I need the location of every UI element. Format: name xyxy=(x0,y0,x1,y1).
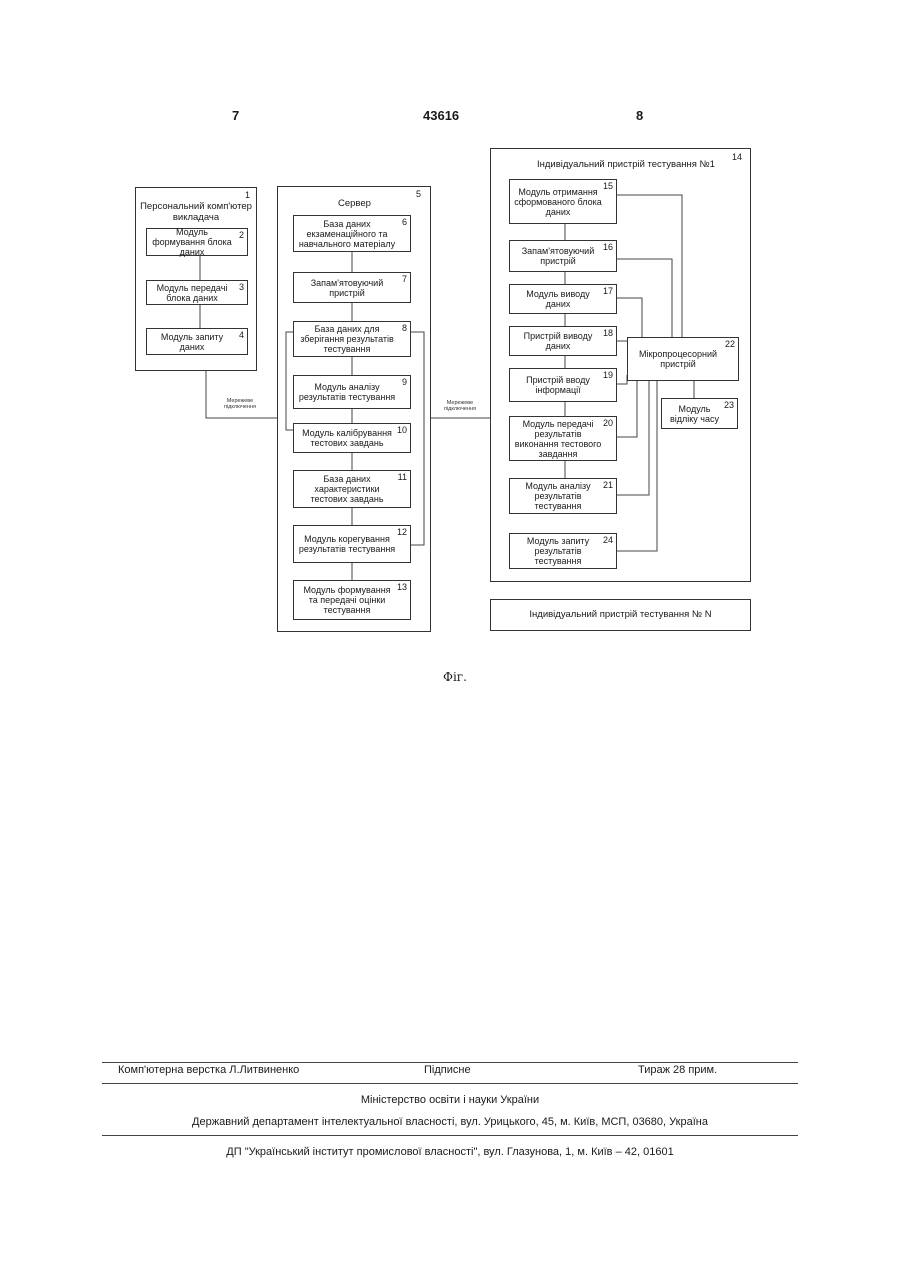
block-2-number: 2 xyxy=(239,230,244,240)
block-3-label: Модуль передачі блока даних xyxy=(151,283,233,303)
server-group-title: Сервер xyxy=(338,198,371,209)
block-13-number: 13 xyxy=(397,582,407,592)
block-23-number: 23 xyxy=(724,400,734,410)
network-label-1: Мережеве підключення xyxy=(212,398,268,410)
footer-institute: ДП "Український інститут промислової вла… xyxy=(102,1146,798,1158)
block-18-label: Пристрій виводу даних xyxy=(514,331,602,351)
block-17-number: 17 xyxy=(603,286,613,296)
footer-typesetting: Комп'ютерна верстка Л.Литвиненко xyxy=(118,1064,299,1076)
block-24-label: Модуль запиту результатів тестування xyxy=(514,536,602,566)
block-7-number: 7 xyxy=(402,274,407,284)
footer-ministry: Міністерство освіти і науки України xyxy=(102,1094,798,1106)
block-9-label: Модуль аналізу результатів тестування xyxy=(298,382,396,402)
block-8: База даних для зберігання результатів те… xyxy=(293,321,411,357)
block-4: Модуль запиту даних 4 xyxy=(146,328,248,355)
block-2: Модуль формування блока даних 2 xyxy=(146,228,248,256)
block-15-number: 15 xyxy=(603,181,613,191)
block-15: Модуль отримання сформованого блока дани… xyxy=(509,179,617,224)
block-22-number: 22 xyxy=(725,339,735,349)
block-20-number: 20 xyxy=(603,418,613,428)
block-21-number: 21 xyxy=(603,480,613,490)
block-16-label: Запам'ятовуючий пристрій xyxy=(514,246,602,266)
footer-rule-middle xyxy=(102,1083,798,1084)
block-11-number: 11 xyxy=(398,472,407,482)
block-6: База даних екзаменаційного та навчальног… xyxy=(293,215,411,252)
block-12-label: Модуль корегування результатів тестуванн… xyxy=(298,534,396,554)
footer-signed: Підписне xyxy=(424,1064,471,1076)
block-12: Модуль корегування результатів тестуванн… xyxy=(293,525,411,563)
block-4-label: Модуль запиту даних xyxy=(151,332,233,352)
footer-rule-bottom xyxy=(102,1135,798,1136)
block-10-label: Модуль калібрування тестових завдань xyxy=(298,428,396,448)
block-7-label: Запам'ятовуючий пристрій xyxy=(298,278,396,298)
block-21: Модуль аналізу результатів тестування 21 xyxy=(509,478,617,514)
footer-circulation: Тираж 28 прим. xyxy=(638,1064,717,1076)
block-23: Модуль відліку часу 23 xyxy=(661,398,738,429)
block-24: Модуль запиту результатів тестування 24 xyxy=(509,533,617,569)
pc-group-number: 1 xyxy=(245,190,250,200)
device-group-title: Індивідуальний пристрій тестування №1 xyxy=(537,159,715,170)
block-10-number: 10 xyxy=(397,425,407,435)
block-19-label: Пристрій вводу інформації xyxy=(514,375,602,395)
block-16: Запам'ятовуючий пристрій 16 xyxy=(509,240,617,272)
block-22: Мікропроцесорний пристрій 22 xyxy=(627,337,739,381)
block-20-label: Модуль передачі результатів виконання те… xyxy=(514,419,602,459)
block-8-number: 8 xyxy=(402,323,407,333)
block-23-label: Модуль відліку часу xyxy=(666,404,723,424)
block-9-number: 9 xyxy=(402,377,407,387)
block-11: База даних характеристики тестових завда… xyxy=(293,470,411,508)
block-11-label: База даних характеристики тестових завда… xyxy=(298,474,396,504)
pc-group-title: Персональний комп'ютер викладача xyxy=(140,201,252,223)
block-10: Модуль калібрування тестових завдань 10 xyxy=(293,423,411,453)
block-4-number: 4 xyxy=(239,330,244,340)
block-18: Пристрій виводу даних 18 xyxy=(509,326,617,356)
block-20: Модуль передачі результатів виконання те… xyxy=(509,416,617,461)
block-19: Пристрій вводу інформації 19 xyxy=(509,368,617,402)
block-3-number: 3 xyxy=(239,282,244,292)
server-group: Сервер 5 xyxy=(277,186,431,632)
block-3: Модуль передачі блока даних 3 xyxy=(146,280,248,305)
block-13: Модуль формування та передачі оцінки тес… xyxy=(293,580,411,620)
block-12-number: 12 xyxy=(397,527,407,537)
block-13-label: Модуль формування та передачі оцінки тес… xyxy=(298,585,396,615)
block-16-number: 16 xyxy=(603,242,613,252)
network-label-2: Мережеве підключення xyxy=(434,400,486,412)
device-group-number: 14 xyxy=(732,152,742,162)
block-6-label: База даних екзаменаційного та навчальног… xyxy=(298,219,396,249)
block-7: Запам'ятовуючий пристрій 7 xyxy=(293,272,411,303)
figure-caption: Фіг. xyxy=(443,670,467,684)
device-n-label: Індивідуальний пристрій тестування № N xyxy=(495,610,746,620)
block-21-label: Модуль аналізу результатів тестування xyxy=(514,481,602,511)
block-15-label: Модуль отримання сформованого блока дани… xyxy=(514,187,602,217)
block-17-label: Модуль виводу даних xyxy=(514,289,602,309)
block-6-number: 6 xyxy=(402,217,407,227)
block-18-number: 18 xyxy=(603,328,613,338)
block-17: Модуль виводу даних 17 xyxy=(509,284,617,314)
block-9: Модуль аналізу результатів тестування 9 xyxy=(293,375,411,409)
block-2-label: Модуль формування блока даних xyxy=(151,227,233,257)
server-group-number: 5 xyxy=(416,189,421,199)
footer-rule-top xyxy=(102,1062,798,1063)
block-24-number: 24 xyxy=(603,535,613,545)
device-n-box: Індивідуальний пристрій тестування № N xyxy=(490,599,751,631)
block-22-label: Мікропроцесорний пристрій xyxy=(632,349,724,369)
footer-department: Державний департамент інтелектуальної вл… xyxy=(102,1116,798,1128)
block-19-number: 19 xyxy=(603,370,613,380)
block-8-label: База даних для зберігання результатів те… xyxy=(298,324,396,354)
